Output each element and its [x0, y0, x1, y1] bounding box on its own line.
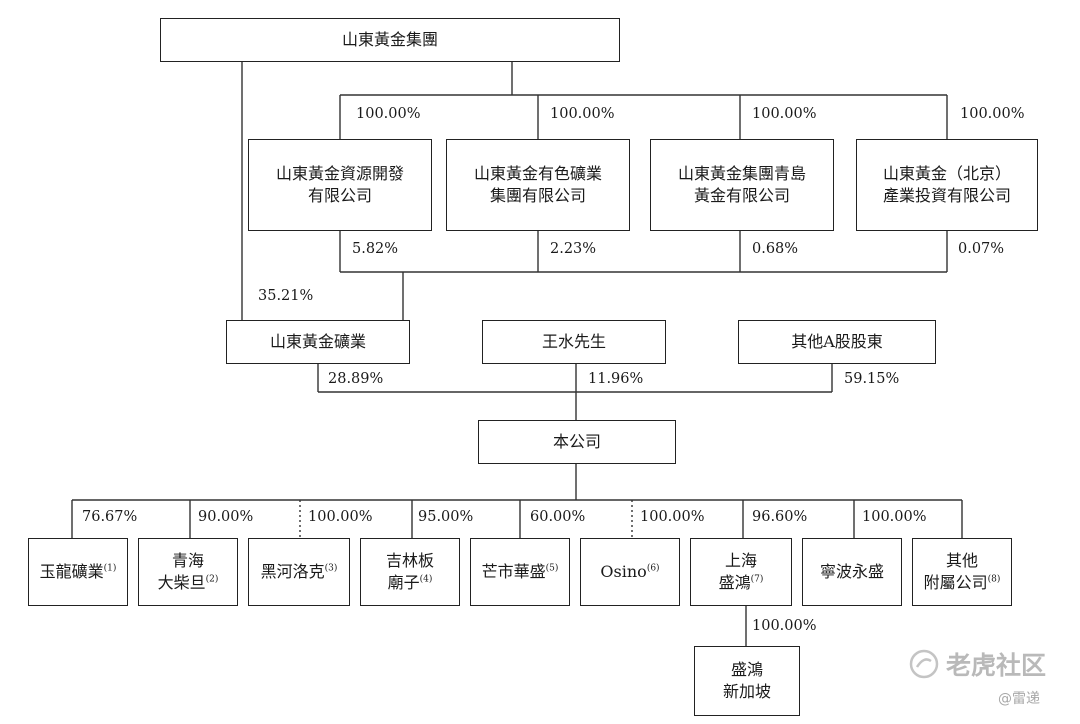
qingdao-box: 山東黃金集團青島 黃金有限公司	[650, 139, 834, 231]
company-label: 本公司	[552, 432, 601, 451]
pct-ningbo: 100.00%	[862, 509, 927, 525]
shanghai-line2: 盛鴻	[718, 573, 751, 592]
qinghai-note: (2)	[205, 574, 219, 585]
pct-beijing-out: 0.07%	[958, 241, 1005, 257]
shanghai-note: (7)	[750, 574, 764, 585]
pct-singapore: 100.00%	[752, 618, 817, 634]
beijing-box: 山東黃金（北京） 產業投資有限公司	[856, 139, 1038, 231]
watermark-site: 老虎社区	[946, 651, 1047, 680]
other-subsidiaries-box: 其他 附屬公司(8)	[912, 538, 1012, 606]
tiger-logo-icon	[909, 649, 939, 679]
singapore-box: 盛鴻 新加坡	[694, 646, 800, 716]
heihe-note: (3)	[324, 563, 338, 574]
nonferrous-line1: 山東黃金有色礦業	[473, 164, 602, 183]
singapore-line2: 新加坡	[722, 682, 771, 701]
shandong-gold-mining-box: 山東黃金礦業	[226, 320, 410, 364]
shanghai-line1: 上海	[724, 551, 757, 570]
other-subsidiaries-line1: 其他	[945, 551, 978, 570]
mr-wang-label: 王水先生	[541, 332, 606, 351]
pct-beijing-in: 100.00%	[960, 106, 1025, 122]
pct-resource-dev-out: 5.82%	[352, 241, 399, 257]
other-subsidiaries-line2: 附屬公司	[923, 573, 988, 592]
pct-yulong: 76.67%	[82, 509, 138, 525]
resource-dev-box: 山東黃金資源開發 有限公司	[248, 139, 432, 231]
pct-resource-dev-in: 100.00%	[356, 106, 421, 122]
beijing-line1: 山東黃金（北京）	[882, 164, 1011, 183]
pct-other-a-out: 59.15%	[844, 371, 900, 387]
watermark-user: @雷递	[998, 691, 1040, 707]
mangshi-box: 芒市華盛(5)	[470, 538, 570, 606]
heihe-box: 黑河洛克(3)	[248, 538, 350, 606]
other-a-shareholders-label: 其他A股股東	[791, 332, 883, 351]
pct-osino: 100.00%	[640, 509, 705, 525]
pct-nonferrous-out: 2.23%	[550, 241, 597, 257]
osino-box: Osino(6)	[580, 538, 680, 606]
qinghai-line2: 大柴旦	[157, 573, 206, 592]
jilin-line2: 廟子	[387, 573, 420, 592]
beijing-line2: 產業投資有限公司	[882, 186, 1011, 205]
other-subsidiaries-note: (8)	[987, 574, 1001, 585]
singapore-line1: 盛鴻	[730, 660, 763, 679]
qingdao-line2: 黃金有限公司	[693, 186, 790, 205]
resource-dev-line1: 山東黃金資源開發	[275, 164, 404, 183]
company-box: 本公司	[478, 420, 676, 464]
yulong-note: (1)	[103, 563, 117, 574]
heihe-label: 黑河洛克	[260, 562, 325, 581]
shandong-gold-group-label: 山東黃金集團	[341, 30, 438, 49]
qinghai-line1: 青海	[171, 551, 204, 570]
shanghai-box: 上海 盛鴻(7)	[690, 538, 792, 606]
yulong-box: 玉龍礦業(1)	[28, 538, 128, 606]
osino-label: Osino	[600, 562, 647, 581]
osino-note: (6)	[646, 563, 660, 574]
pct-heihe: 100.00%	[308, 509, 373, 525]
other-a-shareholders-box: 其他A股股東	[738, 320, 936, 364]
pct-wang-out: 11.96%	[588, 371, 644, 387]
pct-jilin: 95.00%	[418, 509, 474, 525]
pct-nonferrous-in: 100.00%	[550, 106, 615, 122]
shandong-gold-group-box: 山東黃金集團	[160, 18, 620, 62]
pct-shanghai: 96.60%	[752, 509, 808, 525]
mr-wang-box: 王水先生	[482, 320, 666, 364]
pct-mangshi: 60.00%	[530, 509, 586, 525]
pct-group-direct: 35.21%	[258, 288, 314, 304]
ningbo-box: 寧波永盛	[802, 538, 902, 606]
jilin-note: (4)	[419, 574, 433, 585]
jilin-line1: 吉林板	[385, 551, 434, 570]
pct-qingdao-out: 0.68%	[752, 241, 799, 257]
resource-dev-line2: 有限公司	[307, 186, 372, 205]
pct-qinghai: 90.00%	[198, 509, 254, 525]
mangshi-label: 芒市華盛	[481, 562, 546, 581]
qinghai-box: 青海 大柴旦(2)	[138, 538, 238, 606]
ningbo-label: 寧波永盛	[819, 562, 884, 581]
jilin-box: 吉林板 廟子(4)	[360, 538, 460, 606]
pct-mining-out: 28.89%	[328, 371, 384, 387]
yulong-label: 玉龍礦業	[39, 562, 104, 581]
pct-qingdao-in: 100.00%	[752, 106, 817, 122]
mangshi-note: (5)	[545, 563, 559, 574]
nonferrous-box: 山東黃金有色礦業 集團有限公司	[446, 139, 630, 231]
shandong-gold-mining-label: 山東黃金礦業	[269, 332, 366, 351]
qingdao-line1: 山東黃金集團青島	[677, 164, 806, 183]
nonferrous-line2: 集團有限公司	[489, 186, 586, 205]
